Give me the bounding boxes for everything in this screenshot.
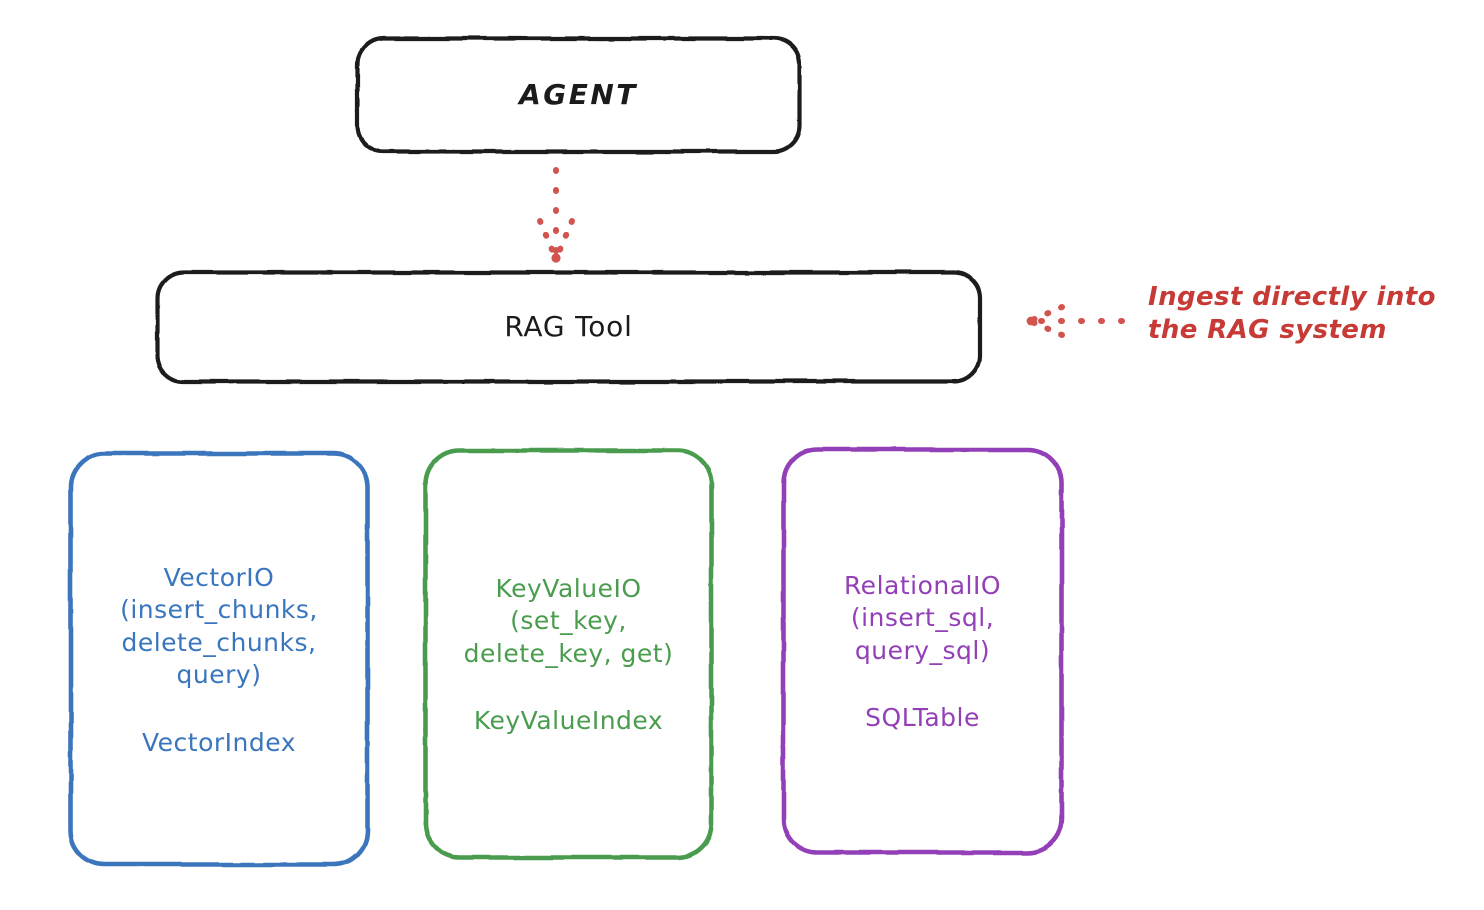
vector-io-node[interactable]: VectorIO (insert_chunks, delete_chunks, … [70,453,368,865]
vector-index-label: VectorIndex [142,727,296,757]
relational-io-label: RelationalIO (insert_sql, query_sql) [843,570,1002,665]
agent-node[interactable]: AGENT [357,38,800,152]
relational-io-node[interactable]: RelationalIO (insert_sql, query_sql) SQL… [783,449,1062,853]
agent-to-rag-tool-arrow [537,167,575,263]
sql-table-label: SQLTable [865,703,980,733]
agent-box-outline [355,36,802,154]
relational-io-box-outline [781,447,1064,855]
ingest-to-rag-tool-arrow [1026,304,1125,338]
vector-io-box-outline [68,451,370,867]
agent-label: AGENT [519,78,638,112]
rag-tool-label: RAG Tool [504,310,633,344]
ingest-annotation-text: Ingest directly into the RAG system [1148,282,1436,346]
rag-tool-node[interactable]: RAG Tool [157,272,980,382]
key-value-io-box-outline [423,448,714,860]
rag-tool-box-outline [155,270,982,384]
key-value-io-label: KeyValueIO (set_key, delete_key, get) [463,573,674,668]
vector-io-label: VectorIO (insert_chunks, delete_chunks, … [120,562,318,690]
key-value-index-label: KeyValueIndex [473,706,664,736]
key-value-io-node[interactable]: KeyValueIO (set_key, delete_key, get) Ke… [425,450,712,858]
